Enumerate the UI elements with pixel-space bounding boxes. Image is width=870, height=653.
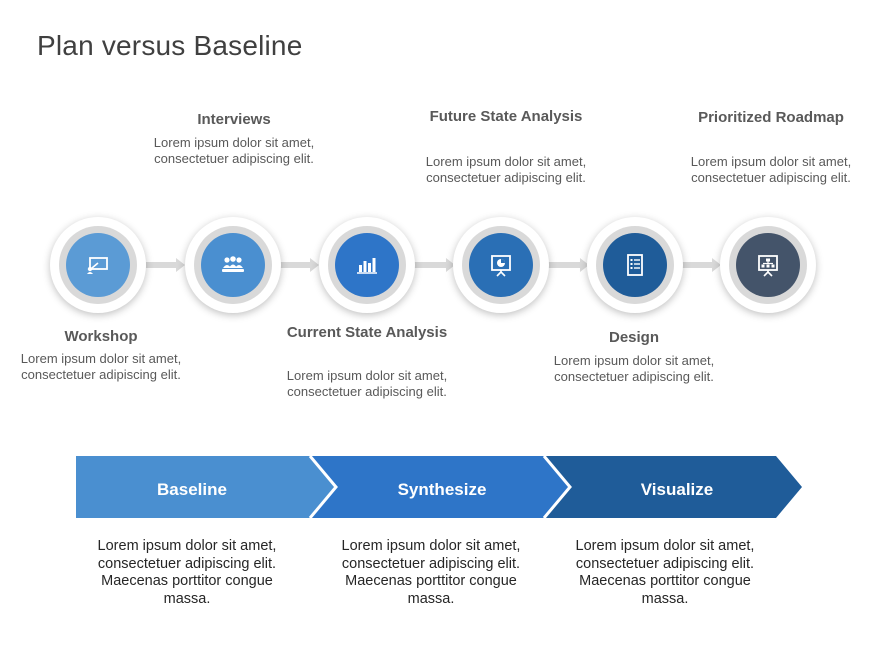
- step-node-future-state: [453, 217, 549, 313]
- step-node-design: [587, 217, 683, 313]
- step-node-workshop: [50, 217, 146, 313]
- presentation-board-icon: [87, 257, 108, 274]
- connector-arrow-4: [580, 258, 589, 272]
- group-meeting-icon: [222, 256, 244, 272]
- step-heading-interviews: Interviews: [197, 111, 271, 128]
- step-heading-roadmap: Prioritized Roadmap: [698, 109, 844, 126]
- step-heading-workshop: Workshop: [64, 328, 138, 345]
- chevron-divider-2: [542, 456, 572, 518]
- document-list-icon: [627, 254, 643, 276]
- page-title: Plan versus Baseline: [37, 30, 303, 61]
- phase-label-baseline: Baseline: [157, 480, 227, 499]
- bar-chart-icon: [357, 258, 377, 274]
- connector-arrow-5: [712, 258, 721, 272]
- org-chart-board-icon: [758, 255, 778, 277]
- step-text-interviews: Lorem ipsum dolor sit amet, consectetuer…: [153, 135, 315, 166]
- connector-arrow-3: [446, 258, 455, 272]
- node-core: [66, 233, 130, 297]
- node-core: [603, 233, 667, 297]
- connector-4: [548, 262, 580, 268]
- phase-chevron-bar: [76, 456, 802, 518]
- step-text-current-state: Lorem ipsum dolor sit amet, consectetuer…: [286, 368, 448, 399]
- phase-text-synthesize: Lorem ipsum dolor sit amet, consectetuer…: [341, 538, 521, 607]
- connector-5: [682, 262, 712, 268]
- phase-text-baseline: Lorem ipsum dolor sit amet, consectetuer…: [97, 538, 277, 607]
- node-core: [201, 233, 265, 297]
- chevron-baseline: [76, 456, 336, 518]
- chevron-visualize: [544, 456, 802, 518]
- step-heading-design: Design: [608, 329, 659, 346]
- connector-1: [146, 262, 176, 268]
- phase-label-synthesize: Synthesize: [397, 480, 487, 499]
- step-heading-future-state: Future State Analysis: [429, 108, 583, 125]
- step-text-workshop: Lorem ipsum dolor sit amet, consectetuer…: [20, 351, 182, 382]
- step-text-future-state: Lorem ipsum dolor sit amet, consectetuer…: [425, 154, 587, 185]
- step-node-roadmap: [720, 217, 816, 313]
- connector-arrow-2: [310, 258, 319, 272]
- chevron-synthesize: [310, 456, 570, 518]
- step-heading-current-state: Current State Analysis: [286, 324, 448, 341]
- chevron-divider-1: [308, 456, 338, 518]
- step-node-interviews: [185, 217, 281, 313]
- step-node-current-state: [319, 217, 415, 313]
- connector-arrow-1: [176, 258, 185, 272]
- connector-3: [414, 262, 446, 268]
- node-core: [736, 233, 800, 297]
- connector-2: [280, 262, 310, 268]
- phase-label-visualize: Visualize: [640, 480, 714, 499]
- step-text-design: Lorem ipsum dolor sit amet, consectetuer…: [553, 353, 715, 384]
- node-core: [335, 233, 399, 297]
- step-text-roadmap: Lorem ipsum dolor sit amet, consectetuer…: [690, 154, 852, 185]
- node-core: [469, 233, 533, 297]
- pie-chart-board-icon: [491, 255, 511, 277]
- phase-text-visualize: Lorem ipsum dolor sit amet, consectetuer…: [575, 538, 755, 607]
